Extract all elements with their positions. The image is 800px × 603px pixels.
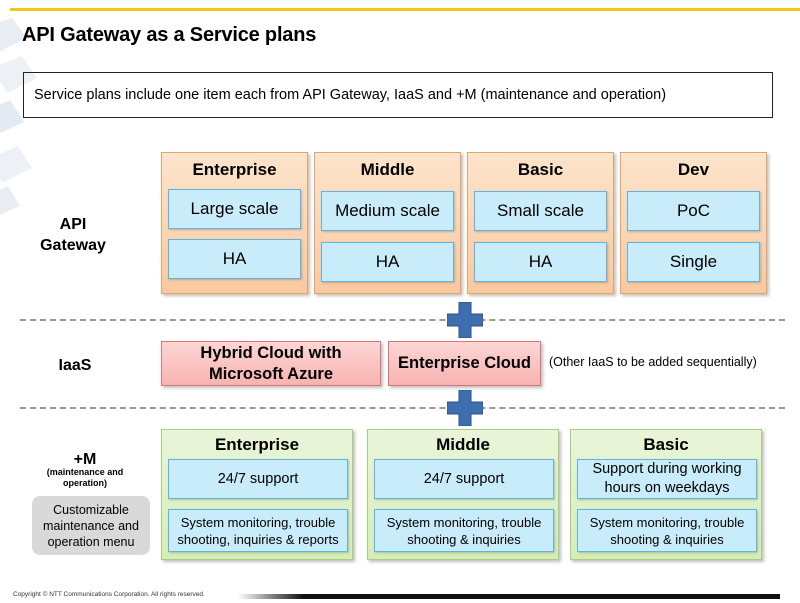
mplus-plan-basic: Basic Support during working hours on we… [570,429,762,560]
mplus-plan-enterprise: Enterprise 24/7 support System monitorin… [161,429,353,560]
customizable-menu-text: Customizable maintenance and operation m… [43,502,139,549]
decorative-cubes [0,18,37,215]
row-label-mplus-sub: (maintenance and operation) [46,467,124,488]
intro-text: Service plans include one item each from… [34,87,667,103]
api-plan-scale: Medium scale [321,191,454,231]
mplus-plan-middle: Middle 24/7 support System monitoring, t… [367,429,559,560]
iaas-option-enterprise-cloud: Enterprise Cloud [388,341,541,386]
accent-bar [10,8,800,11]
mplus-plan-name: Basic [643,435,689,454]
plus-icon [447,302,483,338]
mplus-plan-services: System monitoring, trouble shooting, inq… [168,509,348,552]
mplus-plan-support: Support during working hours on weekdays [577,459,757,499]
plus-icon [447,390,483,426]
api-plan-availability: HA [321,242,454,282]
intro-box: Service plans include one item each from… [23,72,773,118]
copyright-text: Copyright © NTT Communications Corporati… [13,591,205,598]
api-plan-availability: HA [168,239,301,279]
api-plan-name: Basic [517,160,564,179]
separator-line [20,407,785,409]
mplus-plan-support: 24/7 support [374,459,554,499]
api-plan-availability: Single [627,242,760,282]
api-plan-basic: Basic Small scale HA [467,152,614,294]
api-plan-middle: Middle Medium scale HA [314,152,461,294]
mplus-plan-support: 24/7 support [168,459,348,499]
iaas-option-azure: Hybrid Cloud with Microsoft Azure [161,341,381,386]
separator-line [20,319,785,321]
row-label-api-gateway: API Gateway [28,214,118,256]
api-plan-enterprise: Enterprise Large scale HA [161,152,308,294]
row-label-iaas: IaaS [58,357,92,374]
row-label-api-gateway-text: API Gateway [40,216,106,254]
customizable-menu-badge: Customizable maintenance and operation m… [32,496,150,555]
api-plan-dev: Dev PoC Single [620,152,767,294]
iaas-option-enterprise-cloud-label: Enterprise Cloud [398,354,531,372]
api-plan-name: Dev [677,160,710,179]
page-title: API Gateway as a Service plans [22,24,317,46]
api-plan-name: Enterprise [192,160,277,179]
api-plan-name: Middle [360,160,415,179]
row-label-mplus: +M [73,451,97,468]
footer-line [238,594,780,599]
mplus-plan-services: System monitoring, trouble shooting & in… [374,509,554,552]
api-plan-availability: HA [474,242,607,282]
iaas-note: (Other IaaS to be added sequentially) [549,355,757,369]
mplus-plan-name: Middle [436,435,490,454]
api-plan-scale: Large scale [168,189,301,229]
iaas-option-azure-label: Hybrid Cloud with Microsoft Azure [200,343,342,383]
api-plan-scale: PoC [627,191,760,231]
api-plan-scale: Small scale [474,191,607,231]
mplus-plan-services: System monitoring, trouble shooting & in… [577,509,757,552]
mplus-plan-name: Enterprise [214,435,300,454]
